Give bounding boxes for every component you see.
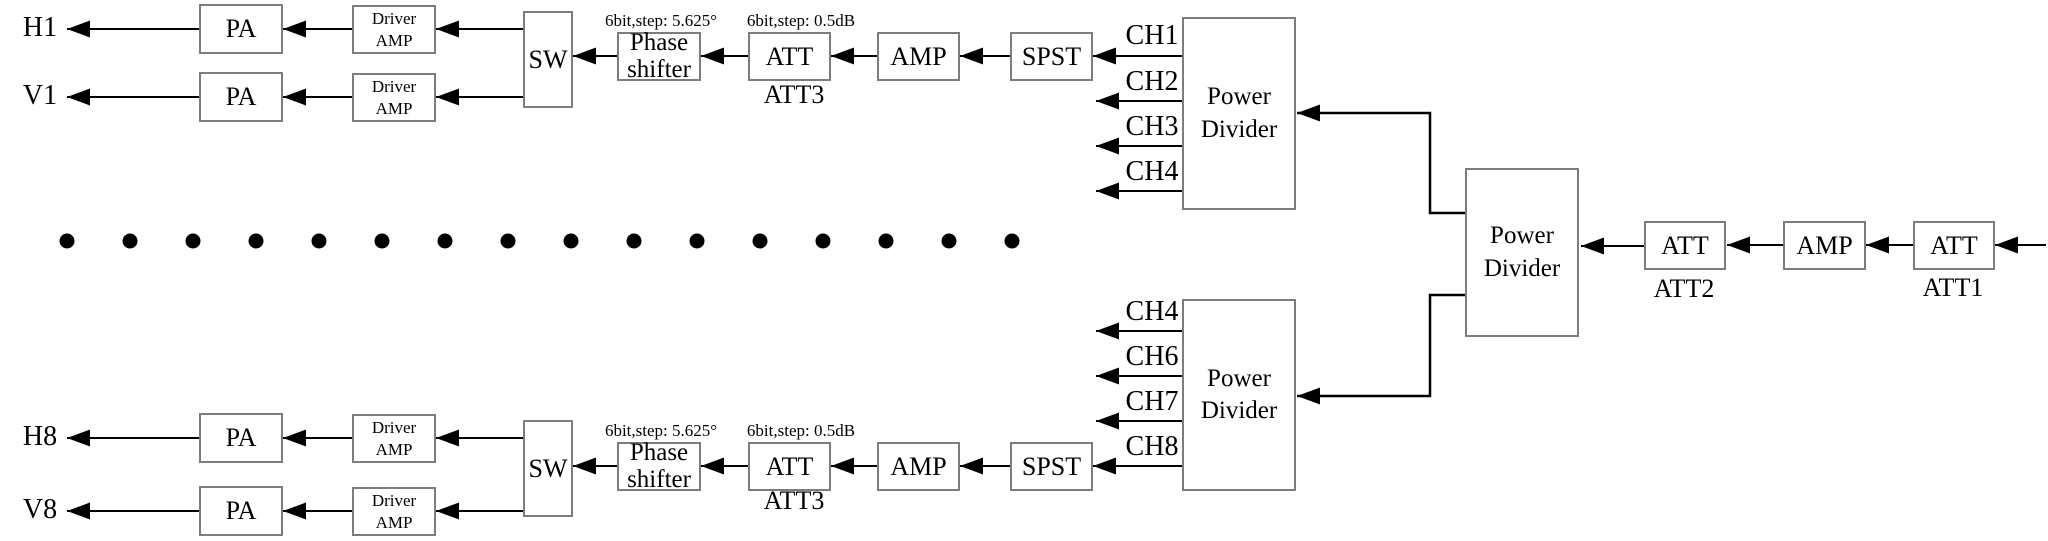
amp-box-bottom: AMP (877, 442, 960, 491)
amp-box-feed: AMP (1783, 221, 1866, 270)
driver-amp-label-line2: AMP (375, 512, 413, 532)
driver-amp-label-line2: AMP (375, 98, 413, 118)
pa-label: PA (225, 82, 257, 112)
phase-shifter-label-line2: shifter (627, 55, 691, 83)
pa-box-h1: PA (199, 4, 283, 54)
spst-box-bottom: SPST (1010, 442, 1093, 491)
pa-box-h8: PA (199, 413, 283, 463)
amp-box-top: AMP (877, 32, 960, 81)
phase-step-annotation-top: 6bit,step: 5.625° (604, 11, 718, 30)
output-label-h8: H8 (22, 421, 58, 452)
att3-box-top: ATT (748, 32, 831, 81)
att3-annotation-top: ATT3 (763, 80, 825, 109)
att2-annotation: ATT2 (1653, 274, 1715, 303)
driver-amp-label-line1: Driver (371, 9, 417, 29)
channel-label-ch7: CH7 (1125, 386, 1179, 417)
att-label: ATT (1661, 230, 1709, 260)
amp-label: AMP (890, 451, 947, 481)
amp-label: AMP (890, 41, 947, 71)
sw-box-top: SW (523, 11, 573, 108)
driver-amp-label-line1: Driver (371, 77, 417, 97)
sw-label: SW (528, 44, 568, 74)
att1-box: ATT (1913, 221, 1995, 270)
power-divider-label-line2: Divider (1200, 115, 1278, 143)
output-label-h1: H1 (22, 12, 58, 43)
pa-box-v1: PA (199, 72, 283, 122)
phase-step-annotation-bottom: 6bit,step: 5.625° (604, 421, 718, 440)
ellipsis-dots (59, 233, 1020, 249)
att-step-annotation-bottom: 6bit,step: 0.5dB (746, 421, 856, 440)
pa-label: PA (225, 423, 257, 453)
power-divider-label-line2: Divider (1483, 254, 1561, 282)
spst-box-top: SPST (1010, 32, 1093, 81)
feed-line-top-divider (1297, 104, 1465, 215)
channel-label-ch4-top: CH4 (1125, 156, 1179, 187)
spst-label: SPST (1021, 41, 1082, 71)
driver-amp-label-line2: AMP (375, 439, 413, 459)
driver-amp-label-line2: AMP (375, 30, 413, 50)
power-divider-label-line1: Power (1207, 83, 1271, 110)
att-label: ATT (1930, 230, 1978, 260)
power-divider-label-line1: Power (1207, 364, 1271, 392)
sw-label: SW (528, 453, 568, 483)
driver-amp-label-line1: Driver (371, 418, 417, 438)
pa-label: PA (225, 496, 257, 526)
amp-label: AMP (1796, 230, 1853, 260)
att3-box-bottom: ATT (748, 442, 831, 491)
att-label: ATT (765, 451, 814, 481)
channel-label-ch8: CH8 (1125, 431, 1179, 462)
sw-box-bottom: SW (523, 420, 573, 517)
pa-box-v8: PA (199, 486, 283, 536)
power-divider-label-line1: Power (1490, 222, 1554, 249)
att-step-annotation-top: 6bit,step: 0.5dB (746, 11, 856, 30)
att2-box: ATT (1644, 221, 1726, 270)
output-label-v1: V1 (22, 80, 58, 111)
channel-label-ch3: CH3 (1125, 111, 1179, 142)
att3-annotation-bottom: ATT3 (763, 486, 825, 515)
phase-shifter-label-line1: Phase (629, 439, 689, 467)
att1-annotation: ATT1 (1922, 273, 1984, 302)
driver-amp-label-line1: Driver (371, 491, 417, 511)
phase-shifter-label-line1: Phase (629, 29, 689, 57)
channel-label-ch2: CH2 (1125, 66, 1179, 97)
att-label: ATT (765, 41, 814, 71)
channel-label-ch6: CH6 (1125, 341, 1179, 372)
pa-label: PA (225, 14, 257, 44)
channel-label-ch4-bottom: CH4 (1125, 296, 1179, 327)
power-divider-label-line2: Divider (1200, 397, 1278, 424)
phase-shifter-label-line2: shifter (627, 465, 691, 493)
feed-line-bottom-divider (1297, 293, 1465, 405)
channel-label-ch1: CH1 (1125, 20, 1179, 51)
output-label-v8: V8 (22, 494, 58, 525)
spst-label: SPST (1021, 451, 1082, 481)
